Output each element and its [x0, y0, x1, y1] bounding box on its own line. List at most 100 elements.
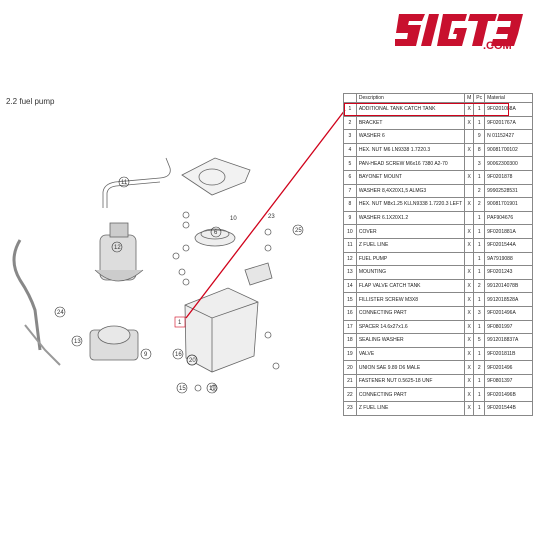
- callout-10: 10: [230, 216, 237, 222]
- header-material: Material: [484, 93, 533, 103]
- brand-logo[interactable]: [395, 10, 525, 50]
- cell-pos: 12: [343, 251, 357, 267]
- cell-pos: 20: [343, 360, 357, 375]
- cell-pos: 7: [343, 183, 357, 199]
- cell-pos: 3: [343, 129, 357, 144]
- svg-text:16: 16: [175, 352, 182, 358]
- cell-pos: 2: [343, 115, 357, 131]
- callout-19: 19: [206, 382, 218, 394]
- cell-m: X: [464, 115, 475, 131]
- cell-material: 9F0801997: [484, 319, 533, 335]
- cell-description: FLAP VALVE CATCH TANK: [355, 278, 466, 294]
- cell-material: 9F0201767A: [484, 115, 533, 131]
- svg-text:10: 10: [230, 216, 237, 222]
- cell-pc: 1: [473, 169, 486, 185]
- cell-pc: 5: [473, 333, 486, 348]
- cell-description: PAN-HEAD SCREW M6x16 7380 A2-70: [355, 156, 466, 171]
- cell-pos: 11: [343, 237, 357, 253]
- cell-material: PAF904676: [484, 210, 533, 226]
- cell-pc: 1: [473, 373, 486, 389]
- cell-description: HEX. NUT M6 LN9338 1.7220.3: [355, 142, 466, 158]
- cell-pc: 1: [473, 115, 486, 131]
- cell-description: FUEL PUMP: [355, 251, 466, 267]
- cell-pc: 2: [473, 183, 486, 199]
- cell-description: SEALING WASHER: [355, 333, 466, 348]
- cell-pc: 1: [473, 265, 486, 280]
- callout-23: 23: [268, 214, 275, 220]
- header-pc: Pc: [473, 93, 486, 103]
- svg-text:25: 25: [295, 228, 302, 234]
- callout-11: 11: [118, 176, 130, 188]
- cell-pos: 17: [343, 319, 357, 335]
- cell-pc: 1: [473, 210, 486, 226]
- cell-material: 9912014078B: [484, 278, 533, 294]
- cell-m: X: [464, 278, 475, 294]
- callout-16: 16: [172, 348, 184, 360]
- svg-text:20: 20: [189, 358, 196, 364]
- cell-material: 90062300300: [484, 156, 533, 171]
- header-description: Description: [355, 93, 466, 103]
- callout-9: 9: [140, 348, 152, 360]
- cell-material: N 01152427: [484, 129, 533, 144]
- cell-description: CONNECTING PART: [355, 305, 466, 321]
- cell-pos: 6: [343, 169, 357, 185]
- callout-15: 15: [176, 382, 188, 394]
- svg-text:19: 19: [209, 386, 216, 392]
- cell-material: 9912018837A: [484, 333, 533, 348]
- callout-20: 20: [186, 354, 198, 366]
- cell-pc: 1: [473, 346, 486, 362]
- cell-material: 9F0801397: [484, 373, 533, 389]
- cell-pc: 1: [473, 292, 486, 307]
- cell-material: 90081701901: [484, 197, 533, 212]
- cell-m: X: [464, 142, 475, 158]
- cell-m: [464, 210, 475, 226]
- cell-m: X: [464, 319, 475, 335]
- cell-pc: 1: [473, 319, 486, 335]
- cell-m: X: [464, 360, 475, 375]
- svg-text:1: 1: [178, 320, 182, 326]
- table-header-row: Description M Pc Material: [343, 93, 533, 103]
- cell-pc: 1: [473, 387, 486, 403]
- cell-material: 9912018528A: [484, 292, 533, 307]
- cell-pc: 3: [473, 156, 486, 171]
- cell-m: X: [464, 237, 475, 253]
- callout-1: 1: [174, 316, 186, 328]
- cell-pc: 2: [473, 278, 486, 294]
- cell-material: 9F0201544B: [484, 401, 533, 416]
- cell-m: X: [464, 292, 475, 307]
- cell-pos: 16: [343, 305, 357, 321]
- cell-description: VALVE: [355, 346, 466, 362]
- cell-pc: 2: [473, 197, 486, 212]
- cell-material: 99902528531: [484, 183, 533, 199]
- cell-pc: 1: [473, 224, 486, 239]
- header-m: M: [464, 93, 475, 103]
- callout-12: 12: [111, 241, 123, 253]
- cell-m: X: [464, 401, 475, 416]
- cell-pc: 8: [473, 142, 486, 158]
- cell-material: 9F0201878: [484, 169, 533, 185]
